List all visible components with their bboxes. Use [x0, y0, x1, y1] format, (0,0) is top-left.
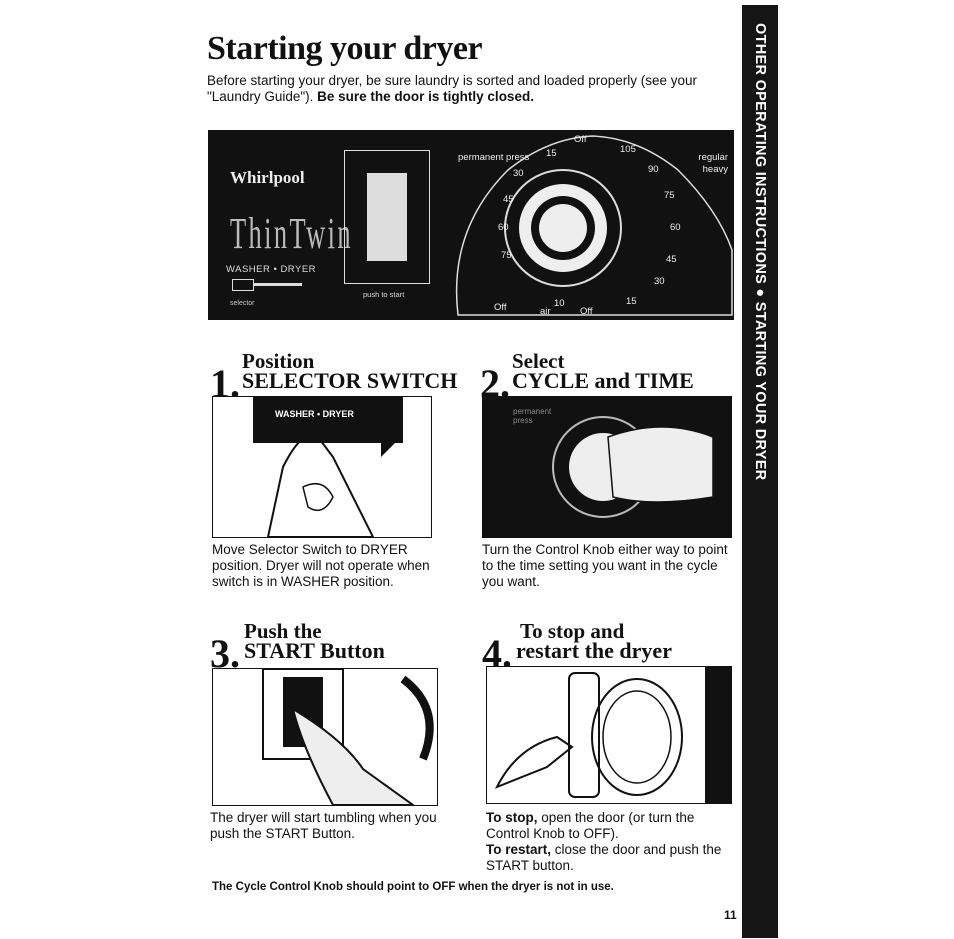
off-left-label: Off: [494, 302, 507, 313]
step-4-title: restart the dryer: [516, 638, 672, 663]
intro-paragraph: Before starting your dryer, be sure laun…: [207, 73, 727, 105]
permanent-press-label: permanent press: [458, 152, 530, 163]
step-3-subtitle: Push the: [244, 619, 322, 643]
washer-dryer-label: WASHER • DRYER: [226, 264, 317, 275]
tick-label: 105: [620, 144, 636, 155]
step-1-title: SELECTOR SWITCH: [242, 368, 458, 393]
tick-label: 30: [513, 168, 524, 179]
timer-dial-graphic: [455, 135, 733, 316]
tick-label: 75: [664, 190, 675, 201]
off-bottom-label: Off: [580, 306, 593, 317]
step-3-title: START Button: [244, 638, 385, 663]
step-2-subtitle: Select: [512, 349, 565, 373]
step-3-body: The dryer will start tumbling when you p…: [210, 810, 437, 841]
step-4-subtitle: To stop and: [520, 619, 625, 643]
knob-hand-illustration: [552, 416, 714, 518]
page-number: 11: [724, 908, 737, 922]
step-2-body: Turn the Control Knob either way to poin…: [482, 542, 728, 589]
footer-note: The Cycle Control Knob should point to O…: [212, 881, 614, 893]
tick-label: 30: [654, 276, 665, 287]
intro-bold: Be sure the door is tightly closed.: [317, 89, 534, 104]
step-4-body: To stop, open the door (or turn the Cont…: [486, 810, 738, 874]
step-3-number: 3.: [210, 631, 240, 676]
push-button-illustration: [262, 669, 434, 805]
sidebar-tab: OTHER OPERATING INSTRUCTIONS ● STARTING …: [742, 5, 778, 938]
tick-label: 10: [554, 298, 565, 309]
selector-switch-graphic: [232, 279, 302, 291]
door-hand-illustration: [494, 672, 683, 798]
air-label: air: [540, 306, 551, 317]
photo-dark-band: [253, 397, 403, 443]
start-button-graphic: [367, 173, 407, 261]
off-top-label: Off: [574, 134, 587, 145]
restart-text: close the door and push the START button…: [486, 842, 722, 873]
tick-label: 45: [503, 194, 514, 205]
photo-label: permanent press: [513, 407, 552, 425]
step-1-subtitle: Position: [242, 349, 315, 373]
tick-label: 15: [626, 296, 637, 307]
start-button-frame: [344, 150, 430, 284]
tick-label: 60: [670, 222, 681, 233]
photo-dark-edge: [705, 667, 731, 803]
tick-label: 45: [666, 254, 677, 265]
step-2-title: CYCLE and TIME: [512, 368, 694, 393]
restart-bold: To restart,: [486, 842, 552, 857]
step-4-photo: [486, 666, 732, 804]
step-2-photo: permanent press: [482, 396, 732, 538]
sidebar-text: OTHER OPERATING INSTRUCTIONS ● STARTING …: [752, 23, 768, 481]
tick-label: 75: [501, 250, 512, 261]
tick-label: 60: [498, 222, 509, 233]
photo-label: WASHER • DRYER: [275, 409, 354, 419]
stop-bold: To stop,: [486, 810, 538, 825]
stop-text: open the door (or turn the Control Knob …: [486, 810, 695, 841]
step-3-photo: [212, 668, 438, 806]
control-panel-photo: Whirlpool ThinTwin WASHER • DRYER select…: [208, 130, 734, 320]
step-1-photo: WASHER • DRYER: [212, 396, 432, 538]
step-1-body: Move Selector Switch to DRYER position. …: [212, 542, 430, 589]
selector-label: selector: [230, 300, 255, 307]
whirlpool-logo: Whirlpool: [230, 168, 305, 187]
regular-heavy-label: regular heavy: [698, 152, 728, 175]
hand-illustration: [266, 417, 401, 537]
tick-label: 90: [648, 164, 659, 175]
thintwin-logo: ThinTwin: [230, 209, 353, 258]
tick-label: 15: [546, 148, 557, 159]
push-to-start-label: push to start: [363, 290, 405, 299]
intro-text: Before starting your dryer, be sure laun…: [207, 73, 698, 104]
page-title: Starting your dryer: [207, 30, 483, 67]
